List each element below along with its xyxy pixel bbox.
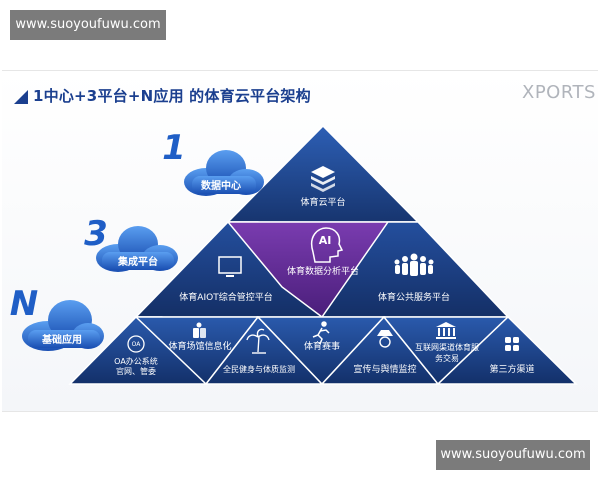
label-channel-line-1: 互联网渠道体育服 [415,343,479,352]
bank-icon [436,322,456,339]
label-third-party-channel: 第三方渠道 [489,365,535,375]
layer-number-1: 1 [162,128,186,168]
label-oa-line-1: OA办公系统 [114,357,158,366]
label-sports-events: 体育赛事 [303,342,341,352]
palm-tree-icon [246,328,270,354]
monitor-icon [218,256,242,277]
label-fitness-monitoring: 全民健身与体质监测 [223,365,295,374]
runner-icon [312,321,330,345]
page-title: 1中心+3平台+N应用 的体育云平台架构 [33,87,311,105]
title-triangle-mark [14,90,28,104]
grid-icon [505,337,519,351]
oa-icon [127,335,145,353]
ai-head-icon [311,227,344,263]
watermark-top: www.suoyoufuwu.com [10,10,166,40]
layer-label-data-center: 数据中心 [201,181,241,192]
layer-label-basic-apps: 基础应用 [42,335,82,346]
layer-label-integration-platform: 集成平台 [118,257,158,268]
ai-icon-text: AI [318,234,332,247]
label-aiot-control-platform: 体育AIOT综合管控平台 [179,293,273,303]
label-public-service-platform: 体育公共服务平台 [377,293,451,303]
brand-logo: XPORTS [522,82,596,103]
label-channel-line-2: 务交易 [435,354,459,363]
cloud-integration-platform [96,226,178,272]
layer-number-n: N [9,284,39,324]
label-sports-data-analysis-platform: 体育数据分析平台 [286,267,360,277]
label-venue-informatization: 体育场馆信息化 [168,342,232,352]
watermark-bottom: www.suoyoufuwu.com [436,440,590,470]
layer-number-3: 3 [84,214,108,254]
label-oa-line-2: 官网、管委 [115,367,156,376]
label-oa-system: OA办公系统 官网、管委 [114,357,158,377]
cloud-basic-apps [22,300,104,351]
label-promotion-monitoring: 宣传与舆情监控 [353,365,417,375]
label-internet-channel-trade: 互联网渠道体育服 务交易 [415,342,479,364]
cloud-data-center [184,150,264,196]
book-icon [193,322,206,338]
layers-icon [311,166,335,192]
oa-icon-text: OA [131,341,141,348]
label-sports-cloud-platform: 体育云平台 [300,198,346,208]
police-icon [377,330,393,348]
people-icon [394,253,434,276]
